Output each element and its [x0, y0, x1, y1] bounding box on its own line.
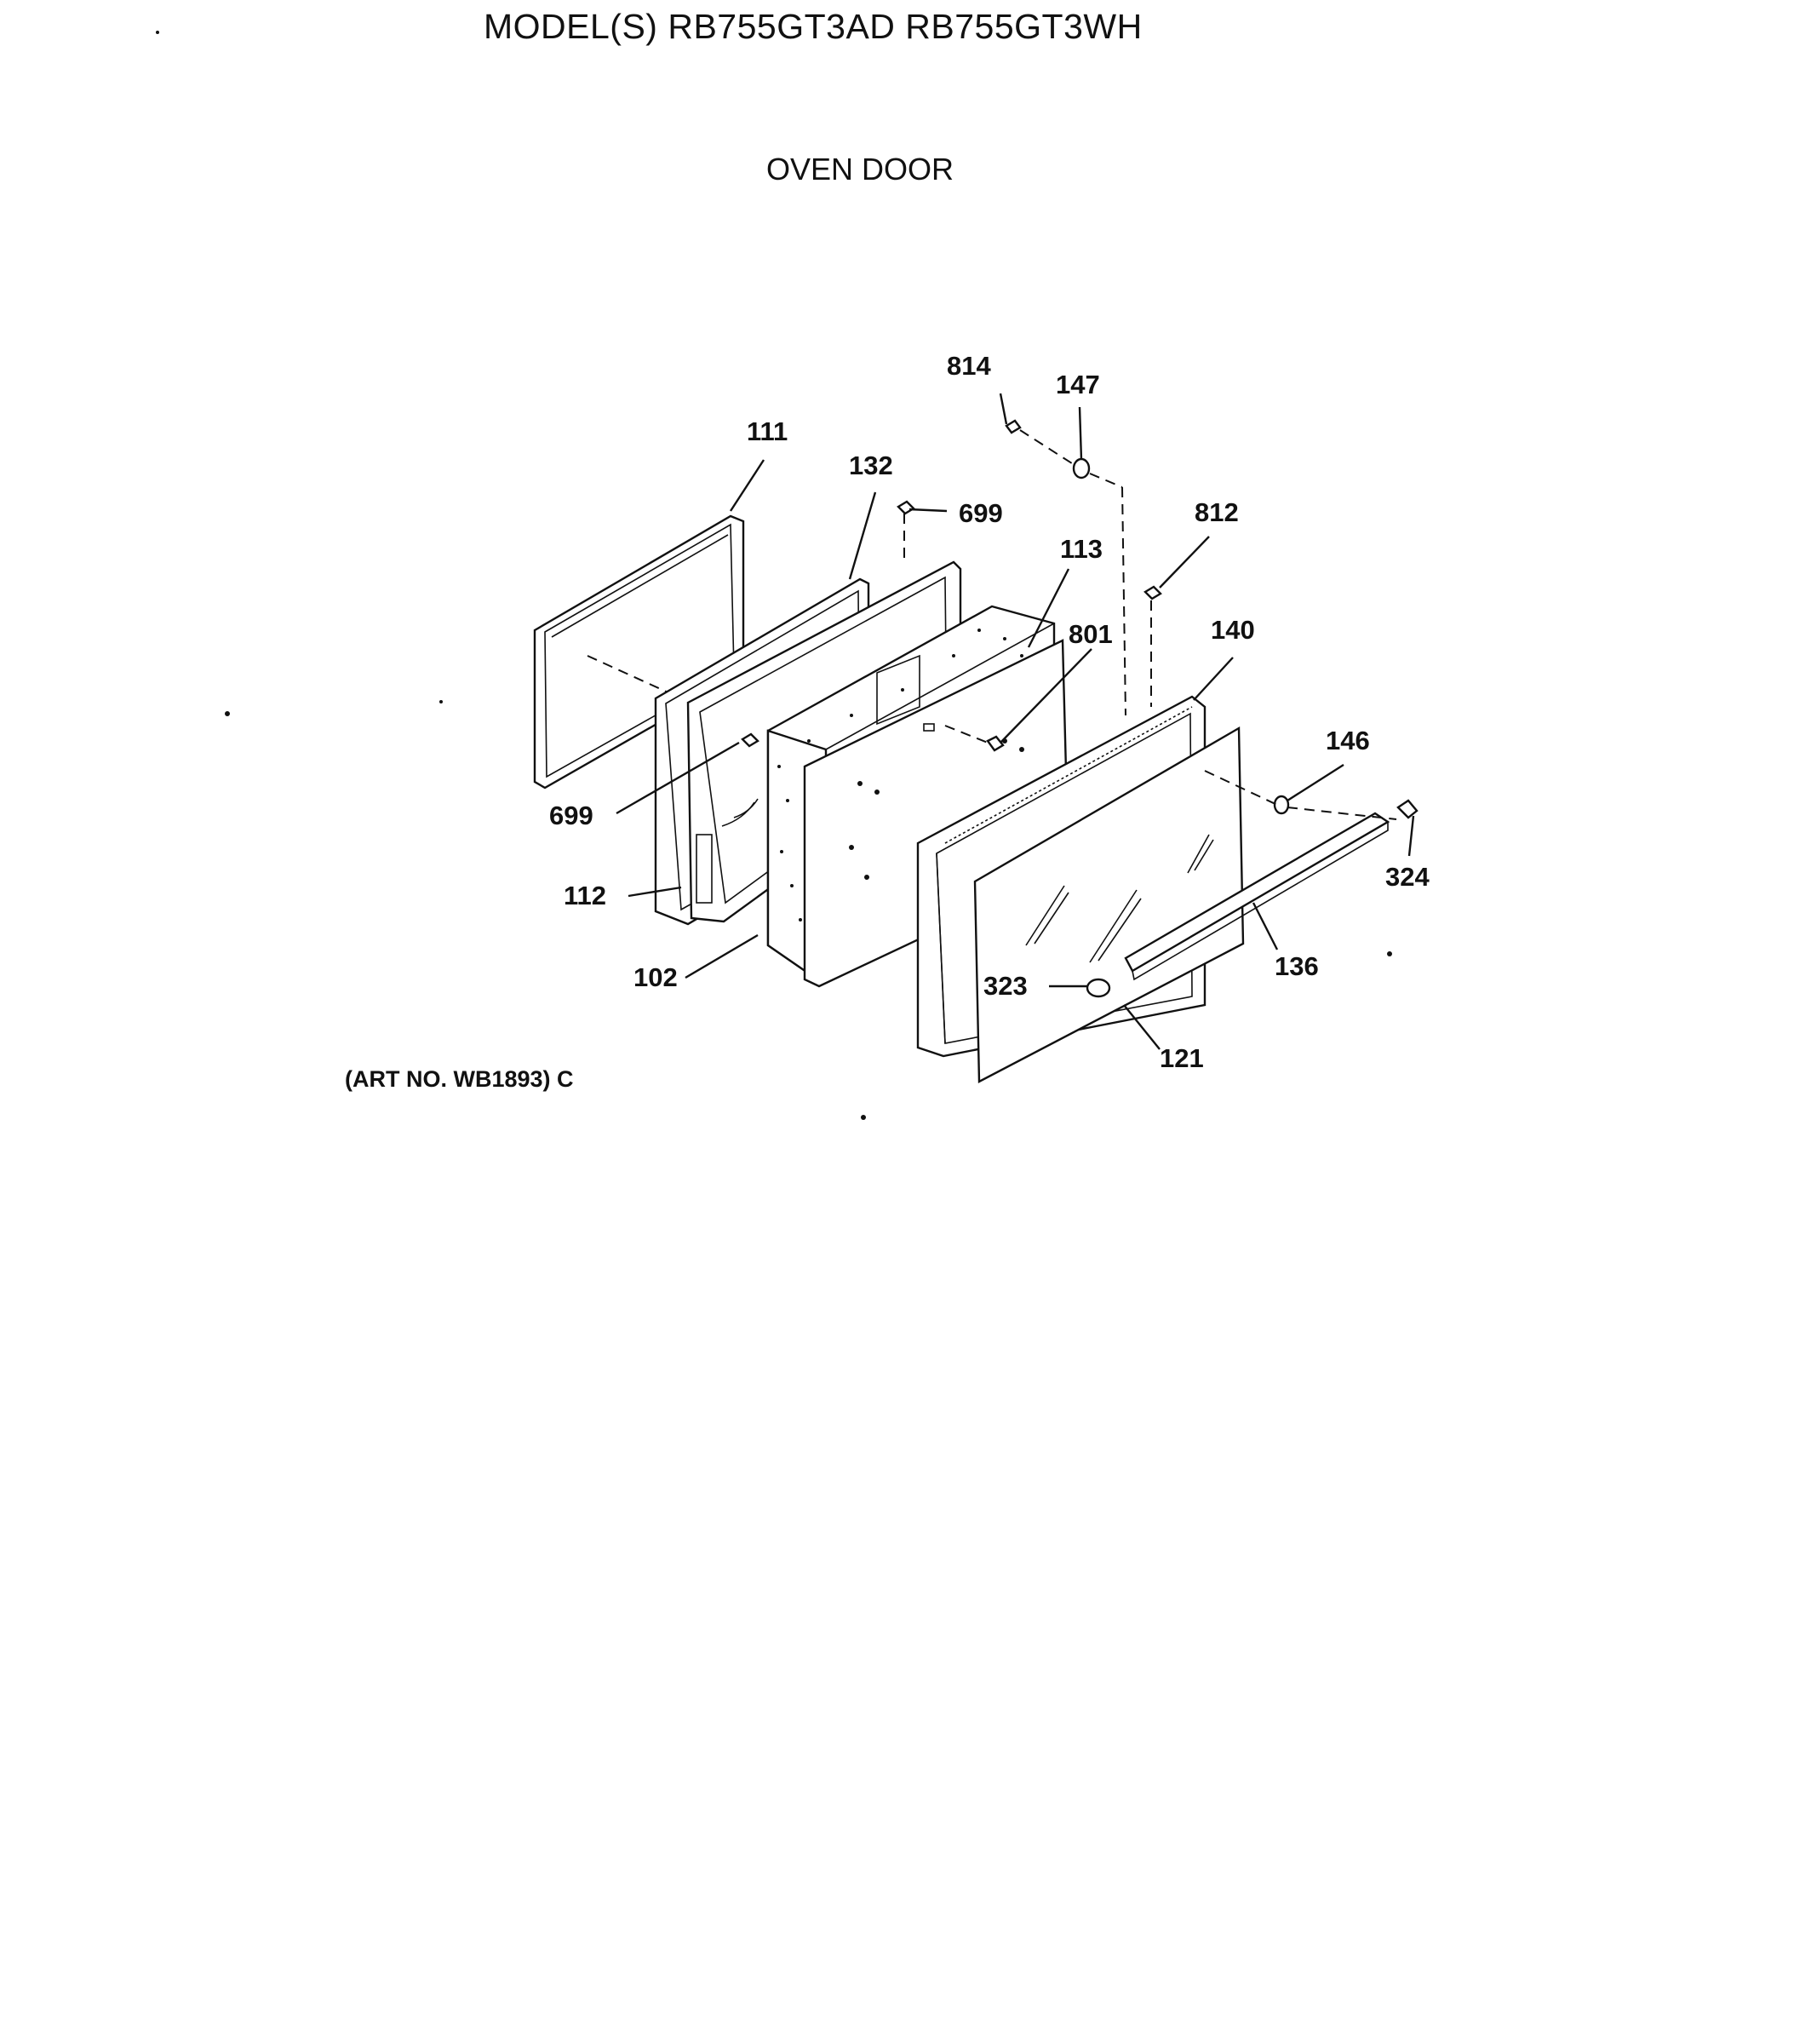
callout-812: 812	[1195, 497, 1239, 527]
part-121-glass	[973, 726, 1245, 1083]
leader-lines	[616, 393, 1415, 1050]
part-814-screw	[1005, 419, 1022, 434]
scan-specks	[156, 31, 1392, 1120]
callout-324: 324	[1385, 862, 1430, 892]
art-number: (ART NO. WB1893) C	[345, 1066, 574, 1092]
callout-132: 132	[849, 451, 893, 480]
part-323-end-cap	[1086, 978, 1111, 998]
callout-136: 136	[1275, 951, 1319, 981]
part-812-screw	[1143, 585, 1162, 707]
part-801-screw	[944, 725, 1005, 752]
leader-dash-111	[587, 655, 682, 699]
part-699-screw-side	[741, 732, 759, 748]
callout-323: 323	[983, 971, 1028, 1001]
callout-111: 111	[747, 416, 788, 446]
callout-121: 121	[1160, 1043, 1204, 1073]
part-324-end-cap	[1396, 799, 1419, 819]
callout-102: 102	[633, 962, 678, 992]
part-699-screw-top	[897, 500, 915, 562]
callout-146: 146	[1326, 726, 1370, 755]
callout-113: 113	[1060, 534, 1103, 564]
callout-699-side: 699	[549, 801, 593, 830]
part-146-washer	[1204, 770, 1397, 820]
callout-801: 801	[1069, 619, 1113, 649]
callout-112: 112	[564, 881, 606, 910]
callout-814: 814	[947, 351, 991, 381]
callout-699-top: 699	[959, 498, 1003, 528]
callout-147: 147	[1056, 370, 1100, 399]
callout-140: 140	[1211, 615, 1255, 645]
part-136-handle	[1124, 812, 1390, 981]
page-title: MODEL(S) RB755GT3AD RB755GT3WH	[484, 7, 1143, 46]
section-title: OVEN DOOR	[766, 152, 954, 187]
